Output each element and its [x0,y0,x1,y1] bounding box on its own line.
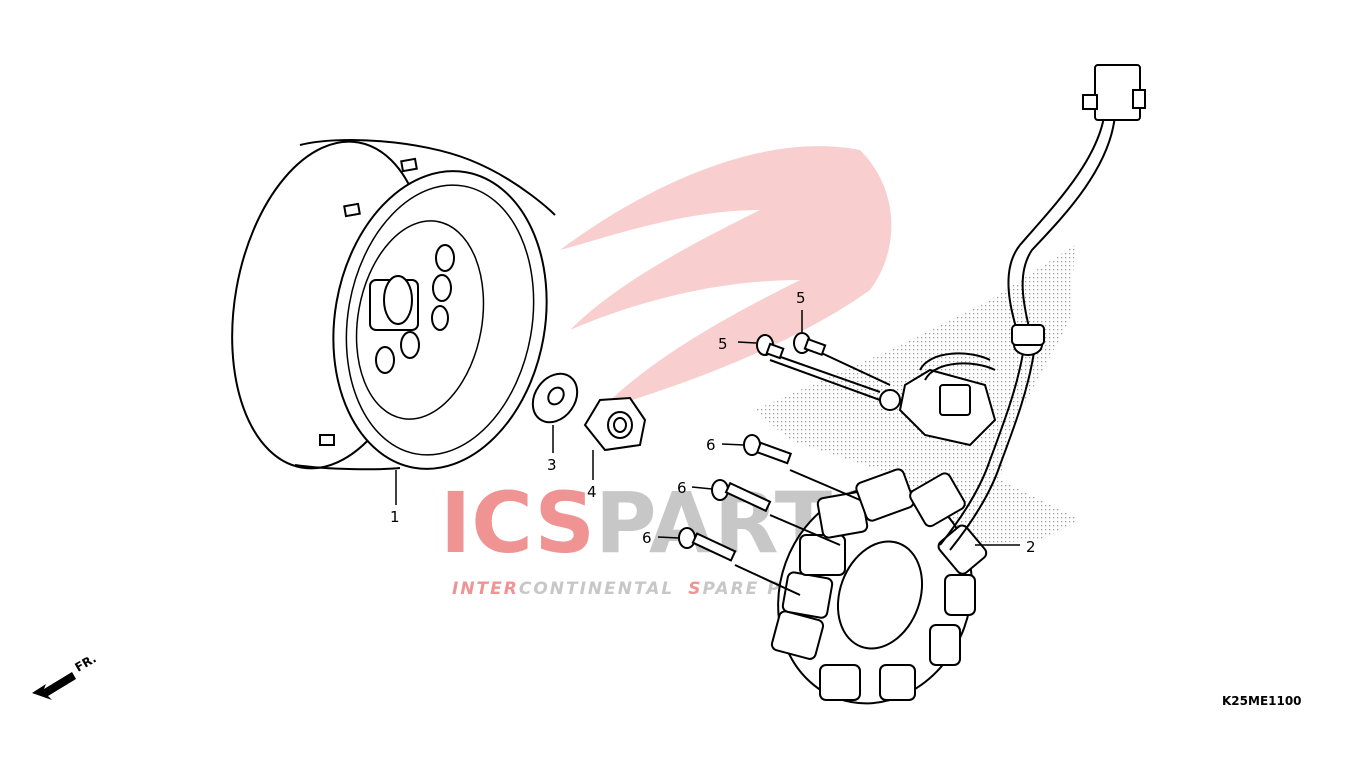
callout-1: 1 [390,508,400,526]
wire-harness [919,109,1116,551]
callout-6-upper: 6 [706,436,716,454]
stator-coils [770,468,988,701]
watermark-brand-red: ICS [440,474,595,572]
stator [770,468,988,705]
callout-5-top: 5 [796,289,806,307]
callout-4: 4 [587,483,597,501]
callout-numbers: 1 2 3 4 5 5 6 6 6 [390,289,1036,556]
callout-6-lower: 6 [642,529,652,547]
watermark-tagline-red-2: S [688,579,702,599]
front-direction-marker: FR. [32,651,99,700]
watermark-tagline-red-1: INTER [452,579,519,599]
bolt-6-b [711,479,841,546]
bolt-5-a [756,334,881,401]
front-arrow-icon [32,672,76,700]
washer [531,372,579,424]
watermark-tagline-mid-1: CONTINENTAL [519,579,674,599]
pulse-generator [879,368,997,447]
flywheel-rotor [231,139,556,471]
connector-plug [1082,64,1146,121]
diagram-code: K25ME1100 [1222,694,1302,708]
callout-3: 3 [547,456,557,474]
watermark-wing-logo [560,146,892,410]
flange-nut [583,396,647,452]
bolt-5-b [793,332,891,386]
bolt-6-a [743,434,861,501]
front-label: FR. [73,651,99,674]
leader-lines [395,310,1020,546]
callout-2: 2 [1026,538,1036,556]
callout-5-left: 5 [718,335,728,353]
callout-6-middle: 6 [677,479,687,497]
